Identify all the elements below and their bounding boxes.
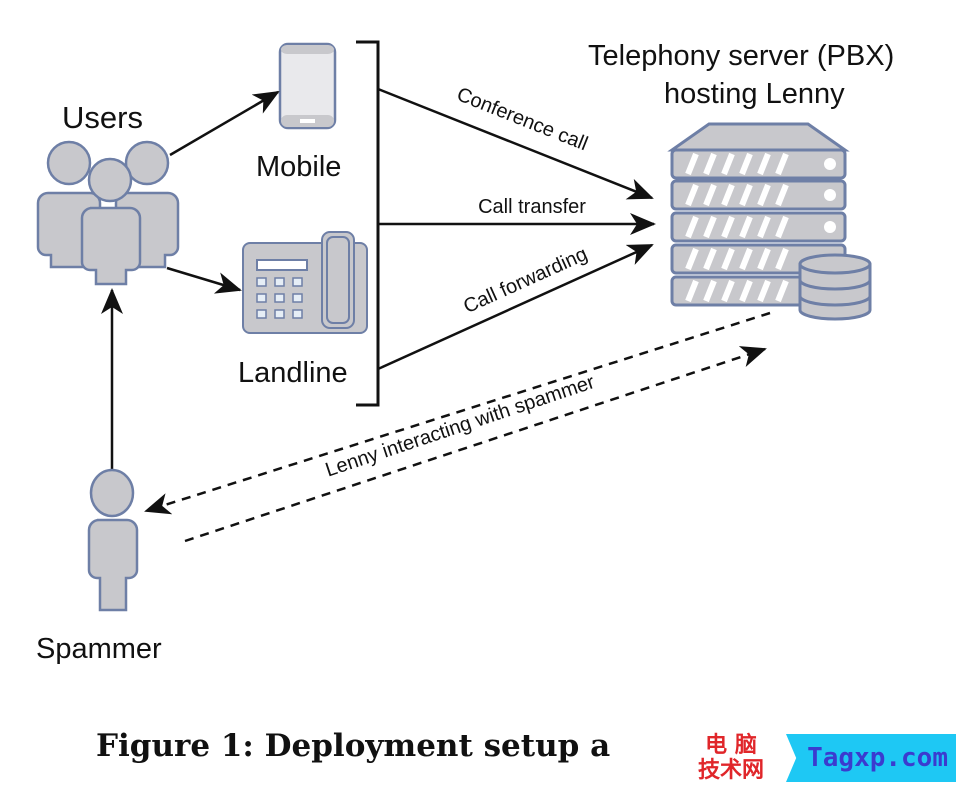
person-icon <box>87 468 139 612</box>
node-label-server-line1: Telephony server (PBX) <box>588 40 895 72</box>
edge-users-landline <box>166 266 242 294</box>
edge-users-mobile <box>169 90 280 157</box>
figure-caption: Figure 1: Deployment setup a <box>96 728 611 764</box>
node-label-spammer: Spammer <box>36 633 162 665</box>
edge-spammer-to-lenny <box>184 346 767 543</box>
phones-bracket <box>356 40 380 407</box>
watermark-cn-line1: 电 脑 <box>705 733 757 758</box>
desk-phone-icon <box>242 231 368 334</box>
watermark-cn: 电 脑 技术网 <box>676 733 786 785</box>
label-call-transfer: Call transfer <box>478 196 586 218</box>
node-label-users: Users <box>62 100 143 135</box>
node-label-landline: Landline <box>238 357 348 389</box>
edge-call-forwarding <box>377 243 654 371</box>
label-lenny-interacting: Lenny interacting with spammer <box>323 371 598 482</box>
label-conference-call: Conference call <box>454 84 591 156</box>
users-group-icon <box>36 140 180 286</box>
watermark-site: Tagxp.com <box>786 734 956 782</box>
edge-conference-call <box>377 87 654 200</box>
edge-lenny-to-spammer <box>144 311 771 515</box>
mobile-phone-icon <box>278 42 337 130</box>
node-label-mobile: Mobile <box>256 151 342 183</box>
watermark-cn-line2: 技术网 <box>697 758 764 783</box>
server-database-icon <box>667 122 872 321</box>
node-label-server-line2: hosting Lenny <box>664 78 845 110</box>
